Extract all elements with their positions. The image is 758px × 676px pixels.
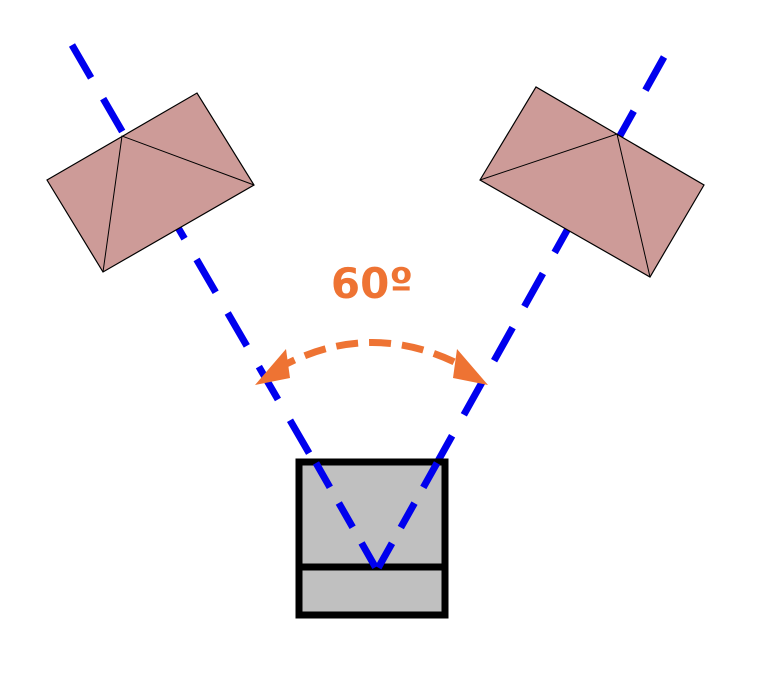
angle-arc bbox=[255, 339, 488, 385]
right-speaker bbox=[479, 86, 705, 278]
right-speaker-body bbox=[479, 86, 705, 278]
angle-label: 60º bbox=[331, 259, 413, 308]
listener-box bbox=[295, 458, 449, 619]
right-speaker-facet-lines bbox=[479, 133, 651, 278]
left-sight-line-inner bbox=[312, 461, 381, 572]
left-speaker bbox=[46, 92, 255, 273]
angle-arc-left-arrowhead bbox=[255, 349, 290, 385]
angle-arc-right-arrowhead bbox=[453, 349, 488, 385]
left-speaker-facet-lines bbox=[102, 135, 255, 273]
listener-position bbox=[295, 458, 449, 619]
left-speaker-body bbox=[46, 92, 255, 273]
angle-arc-path bbox=[273, 339, 472, 374]
right-sight-line-inner bbox=[373, 461, 441, 572]
